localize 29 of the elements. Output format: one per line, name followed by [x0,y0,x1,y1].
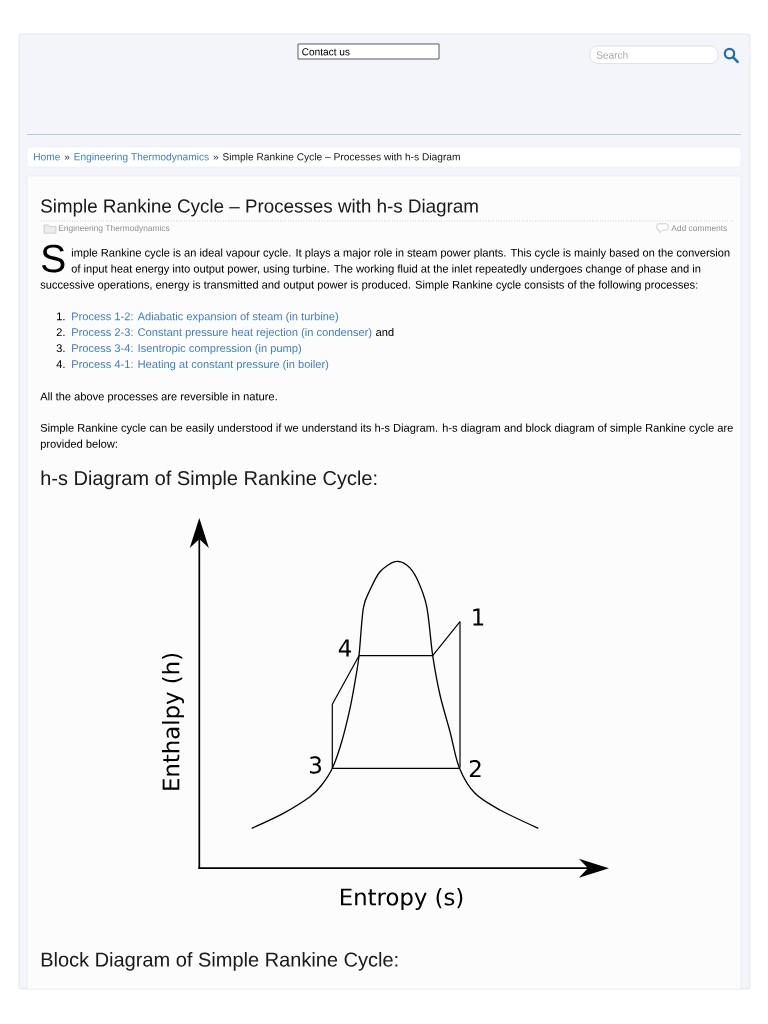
list-link: Process 3-4: Isentropic compression (in pump) [72,343,301,355]
paragraph: All the above processes are reversible in nature. [40,392,277,403]
list-text: and [376,327,394,337]
section-heading: Block Diagram of Simple Rankine Cycle: [41,952,398,971]
list-link: Process 4-1: Heating at constant pressure (in boiler) [72,359,329,371]
list-number: 1. [57,312,65,321]
search-field: Search [589,45,719,64]
breadcrumb-current: Simple Rankine Cycle – Processes with h-s Diagram [222,152,460,163]
state-number: 3 [309,756,321,774]
comments-link: Add comments [671,224,727,232]
breadcrumb-link: Home [34,153,60,161]
breadcrumb-separator: » [64,155,70,160]
category-link: Engineering Thermodynamics [58,224,170,233]
paragraph: Simple Rankine cycle can be easily understood if we understand its h-s Diagram. h-s diagram and block diagram of simple Rankine cycle are provided below: [40,423,733,450]
list-link: Process 2-3: Constant pressure heat rejection (in condenser) [72,327,372,339]
axis-label: Entropy (s) [341,888,463,911]
list-link: Process 1-2: Adiabatic expansion of steam (in turbine) [72,312,339,323]
state-number: 1 [473,608,484,626]
page-title: Simple Rankine Cycle – Processes with h-s Diagram [41,198,478,217]
list-number: 4. [56,360,65,368]
axis-label: Enthalpy (h) [161,653,185,790]
section-heading: h-s Diagram of Simple Rankine Cycle: [41,470,377,490]
dropdown: Contact us [297,43,440,60]
state-number: 2 [469,759,481,778]
breadcrumb-separator: » [213,155,219,160]
list-number: 2. [56,328,65,336]
breadcrumb-link: Engineering Thermodynamics [74,152,209,163]
state-number: 4 [338,639,352,657]
list-number: 3. [56,344,65,353]
